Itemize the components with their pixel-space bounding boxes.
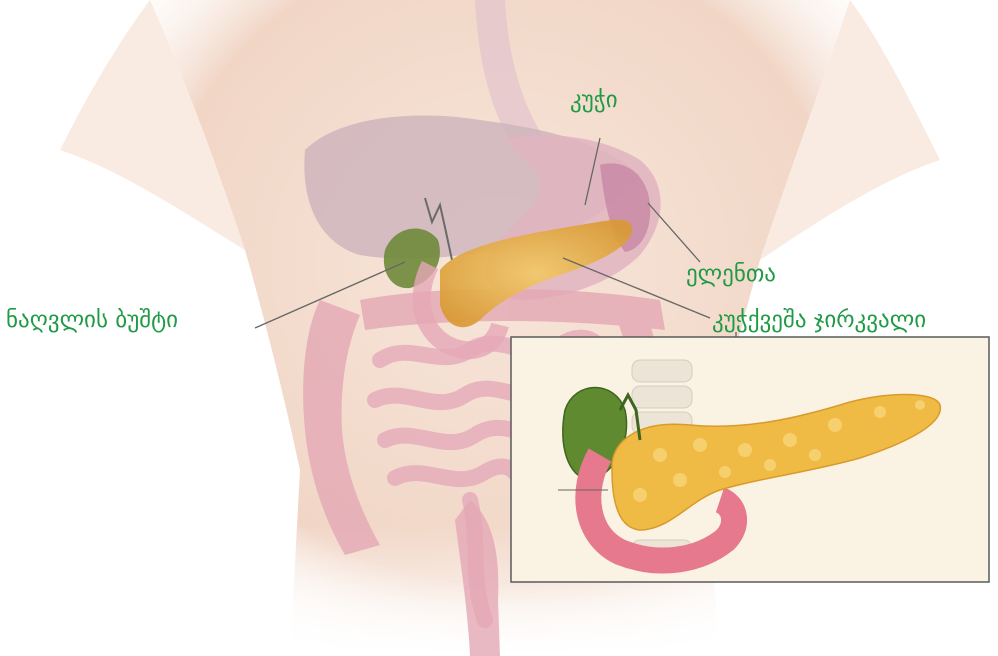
label-stomach: კუჭი bbox=[570, 86, 618, 114]
inset-detail bbox=[511, 337, 989, 582]
label-gallbladder: ნაღვლის ბუშტი bbox=[6, 306, 178, 334]
label-spleen: ელენთა bbox=[686, 260, 776, 288]
label-pancreas: კუჭქვეშა ჯირკვალი bbox=[712, 306, 926, 334]
